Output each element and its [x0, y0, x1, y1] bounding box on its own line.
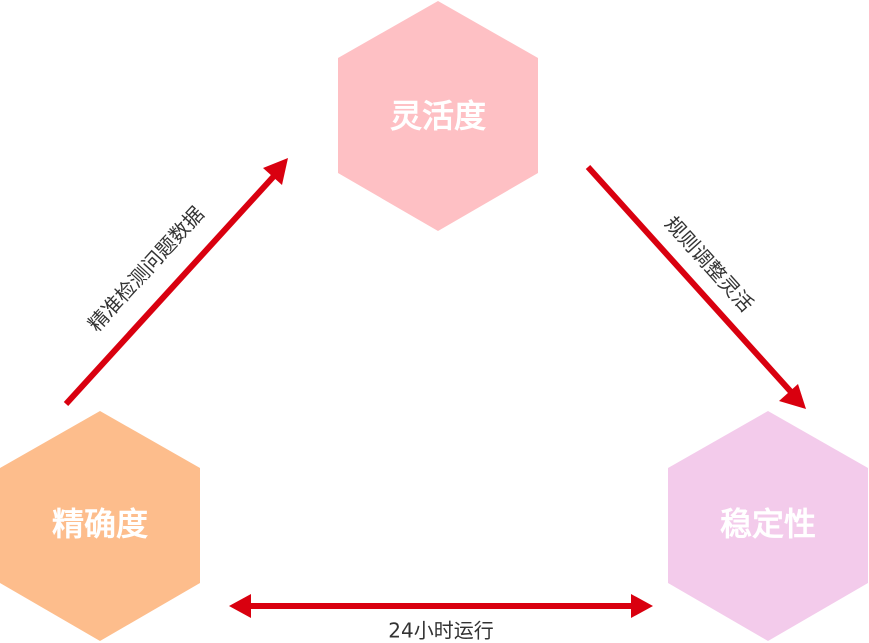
edge-right: 规则调整灵活	[585, 164, 806, 409]
node-stability: 稳定性	[668, 411, 868, 641]
node-flexibility-label: 灵活度	[390, 97, 486, 135]
node-accuracy-label: 精确度	[52, 505, 148, 543]
hexagon-flexibility	[338, 1, 538, 231]
hexagon-accuracy	[0, 411, 200, 641]
arrow-head-icon	[779, 384, 806, 409]
hexagon-stability	[668, 411, 868, 641]
edge-bottom: 24小时运行	[229, 594, 653, 643]
edge-bottom-label: 24小时运行	[388, 619, 493, 643]
arrow-head-left-icon	[229, 594, 251, 618]
arrow-head-icon	[263, 158, 288, 185]
arrow-left-line	[63, 173, 277, 407]
node-accuracy: 精确度	[0, 411, 200, 641]
edge-left: 精准检测问题数据	[63, 158, 288, 407]
arrow-head-right-icon	[631, 594, 653, 618]
arrow-right-line	[585, 164, 795, 396]
node-stability-label: 稳定性	[720, 505, 816, 543]
node-flexibility: 灵活度	[338, 1, 538, 231]
